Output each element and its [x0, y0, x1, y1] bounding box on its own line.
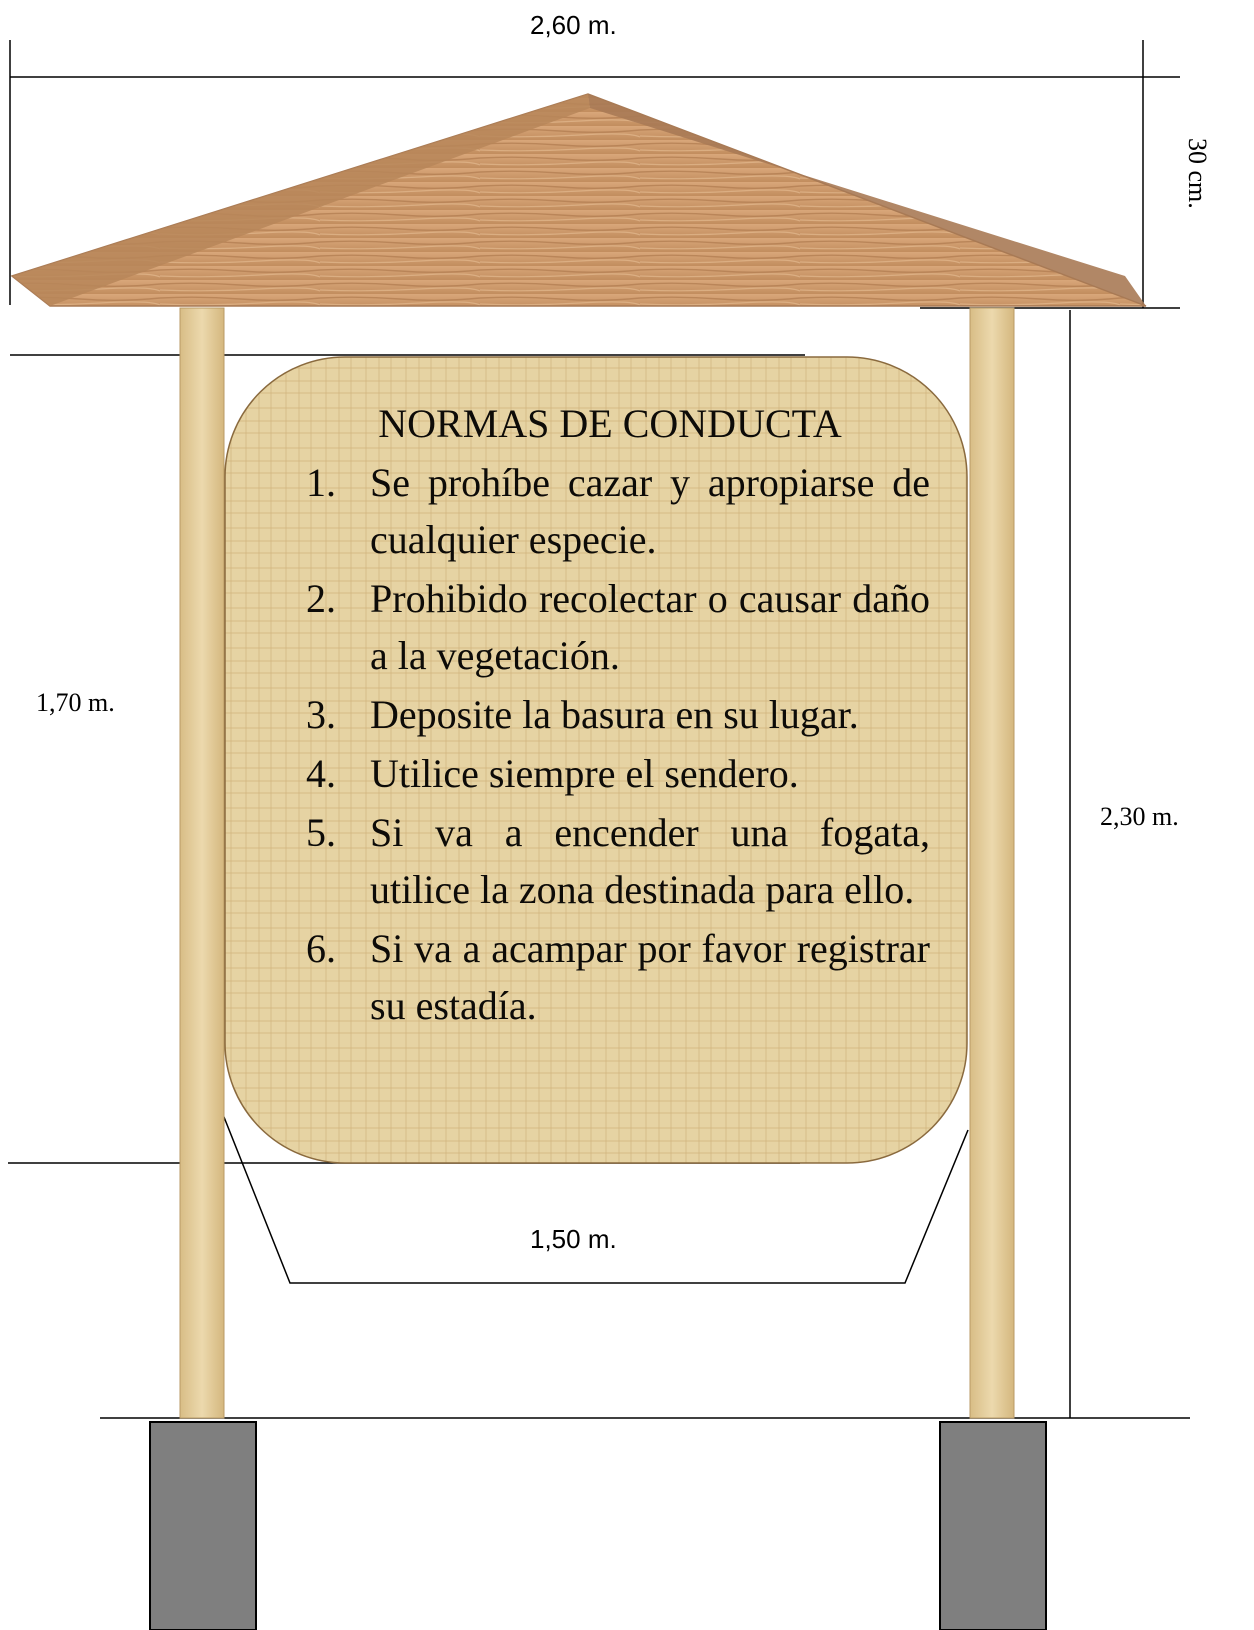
rule-number: 5. — [306, 810, 336, 855]
rule-text: Se prohíbe cazar y apropiarse de cualqui… — [370, 460, 930, 562]
total-height-label: 2,30 m. — [1100, 802, 1179, 831]
rule-number: 4. — [306, 751, 336, 796]
sign-content: NORMAS DE CONDUCTA 1. Se prohíbe cazar y … — [250, 400, 930, 1036]
right-post — [969, 307, 1015, 1419]
rule-number: 6. — [306, 926, 336, 971]
sign-board — [224, 356, 968, 1164]
rule-number: 1. — [306, 460, 336, 505]
rule-item: 5. Si va a encender una fogata, utilice l… — [250, 804, 930, 918]
rule-item: 4. Utilice siempre el sendero. — [250, 745, 930, 802]
right-footing — [939, 1421, 1047, 1630]
rule-item: 2. Prohibido recolectar o causar daño a l… — [250, 570, 930, 684]
board-width-label: 1,50 m. — [530, 1224, 617, 1254]
roof — [10, 93, 1147, 307]
rule-item: 1. Se prohíbe cazar y apropiarse de cualq… — [250, 454, 930, 568]
rule-text: Deposite la basura en su lugar. — [370, 692, 859, 737]
rule-text: Si va a acampar por favor registrar su e… — [370, 926, 930, 1028]
total-width-label: 2,60 m. — [530, 10, 617, 40]
board-height-label: 1,70 m. — [36, 688, 115, 717]
rule-number: 2. — [306, 576, 336, 621]
rule-item: 6. Si va a acampar por favor registrar su… — [250, 920, 930, 1034]
left-footing — [149, 1421, 257, 1630]
rule-number: 3. — [306, 692, 336, 737]
rule-text: Utilice siempre el sendero. — [370, 751, 799, 796]
rule-text: Prohibido recolectar o causar daño a la … — [370, 576, 930, 678]
rule-text: Si va a encender una fogata, utilice la … — [370, 810, 930, 912]
left-post — [179, 307, 225, 1419]
sign-title: NORMAS DE CONDUCTA — [378, 401, 842, 446]
roof-height-label: 30 cm. — [1183, 138, 1212, 209]
rule-item: 3. Deposite la basura en su lugar. — [250, 686, 930, 743]
rules-list: 1. Se prohíbe cazar y apropiarse de cualq… — [250, 454, 930, 1034]
